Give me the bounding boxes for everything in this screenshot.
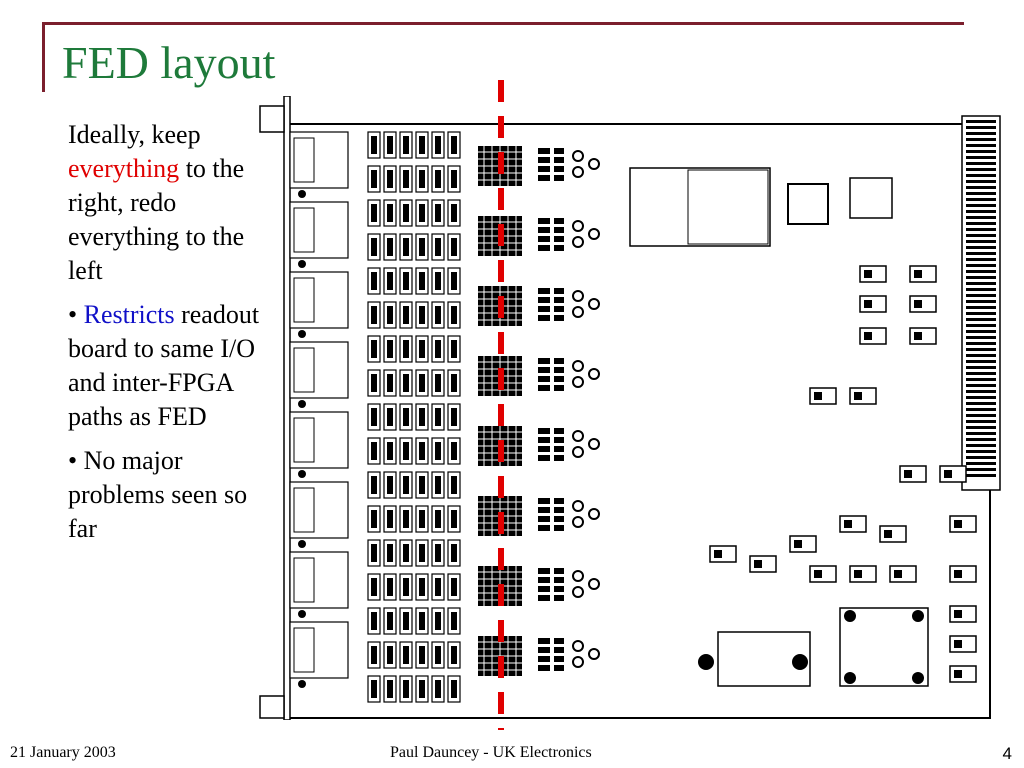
bullet-1-emphasis: everything — [68, 154, 180, 183]
bullet-list: Ideally, keep everything to the right, r… — [68, 118, 268, 556]
footer-presenter: Paul Dauncey - UK Electronics — [390, 744, 592, 761]
bullet-2-emphasis: Restricts — [83, 300, 175, 329]
bullet-3-text: No major problems seen so far — [68, 446, 248, 543]
bullet-1-text-b: to the right, redo everything to the lef… — [68, 154, 245, 285]
bullet-3-marker: • — [68, 446, 84, 475]
slide-title: FED layout — [62, 37, 276, 88]
bullet-2-text: readout board to same I/O and inter-FPGA… — [68, 300, 260, 431]
accent-vertical-line — [42, 22, 45, 92]
footer-date: 21 January 2003 — [10, 744, 116, 761]
bullet-1-text-a: Ideally, keep — [68, 120, 201, 149]
pcb-layout-drawing — [259, 96, 1001, 720]
slide-number: 4 — [1002, 744, 1012, 763]
divider-dashed-line — [498, 80, 504, 730]
bullet-2: • Restricts readout board to same I/O an… — [68, 298, 268, 434]
bullet-2-marker: • — [68, 300, 84, 329]
bullet-1: Ideally, keep everything to the right, r… — [68, 118, 268, 288]
bullet-3: • No major problems seen so far — [68, 444, 268, 546]
accent-horizontal-line — [42, 22, 964, 25]
